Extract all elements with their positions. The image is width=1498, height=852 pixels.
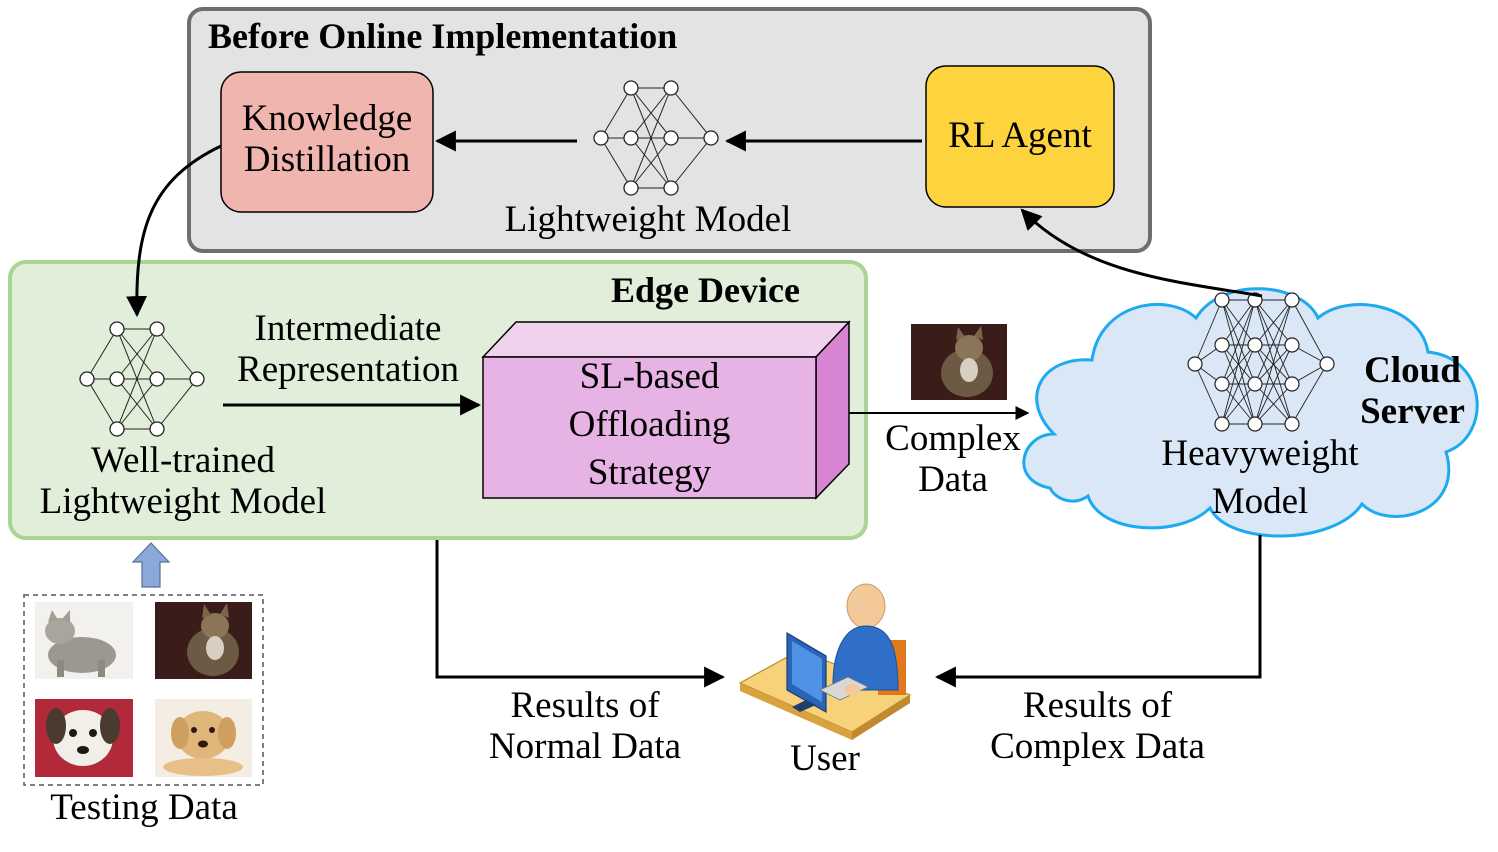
edge-panel-title: Edge Device bbox=[611, 270, 800, 310]
arrow-kd-to-edge-model bbox=[126, 144, 222, 318]
complex-line2: Data bbox=[918, 459, 988, 501]
complex-data-label: Complex Data bbox=[868, 418, 1038, 501]
normal-line2: Normal Data bbox=[488, 726, 682, 768]
neural-network-icon bbox=[1187, 292, 1335, 432]
before-panel-title: Before Online Implementation bbox=[208, 16, 678, 56]
results-normal-label: Results of Normal Data bbox=[460, 685, 710, 768]
arrow-cloud-to-rl bbox=[1020, 208, 1263, 298]
strategy-line3: Strategy bbox=[587, 452, 712, 494]
wt-line2: Lightweight Model bbox=[39, 481, 327, 523]
heavy-line2: Model bbox=[1211, 481, 1309, 523]
user-at-computer-icon bbox=[738, 583, 912, 740]
offloading-strategy-label: SL-based Offloading Strategy bbox=[483, 353, 816, 497]
heavy-line1: Heavyweight bbox=[1161, 433, 1359, 474]
arrow-complex-results bbox=[934, 535, 1262, 688]
knowledge-distillation-box bbox=[220, 71, 434, 213]
user-label: User bbox=[790, 738, 860, 779]
upload-arrow-icon bbox=[131, 542, 171, 588]
knowledge-distillation-label: Knowledge Distillation bbox=[221, 98, 433, 181]
cloud-line2: Server bbox=[1360, 391, 1465, 433]
testing-data-label: Testing Data bbox=[50, 787, 238, 828]
cloud-line1: Cloud bbox=[1364, 350, 1461, 391]
wt-line1: Well-trained bbox=[91, 440, 275, 481]
dog-photo-icon bbox=[35, 699, 133, 777]
kd-line2: Distillation bbox=[243, 139, 411, 181]
cat-photo-icon bbox=[911, 324, 1007, 400]
lightweight-model-label: Lightweight Model bbox=[504, 199, 792, 240]
cat-photo-icon bbox=[155, 602, 252, 679]
strategy-line1: SL-based bbox=[579, 356, 720, 397]
complex-line1: Complex bbox=[885, 418, 1021, 459]
complexres-line1: Results of bbox=[1022, 685, 1173, 726]
intermediate-representation-label: Intermediate Representation bbox=[208, 308, 488, 391]
strategy-line2: Offloading bbox=[568, 404, 731, 446]
complexres-line2: Complex Data bbox=[990, 726, 1205, 768]
normal-line1: Results of bbox=[510, 685, 660, 726]
well-trained-model-label: Well-trained Lightweight Model bbox=[8, 440, 358, 523]
intermediate-line2: Representation bbox=[237, 349, 459, 391]
cloud-server-title: Cloud Server bbox=[1340, 350, 1485, 433]
testing-data-box bbox=[23, 594, 264, 786]
rl-agent-label: RL Agent bbox=[948, 115, 1092, 156]
dog-photo-icon bbox=[155, 699, 252, 777]
offloading-strategy-box bbox=[481, 320, 851, 500]
arrow-normal-results bbox=[435, 540, 726, 688]
results-complex-label: Results of Complex Data bbox=[960, 685, 1235, 768]
kd-line1: Knowledge bbox=[241, 98, 413, 139]
intermediate-line1: Intermediate bbox=[254, 308, 442, 349]
heavyweight-model-label: Heavyweight Model bbox=[1140, 430, 1380, 526]
cat-photo-icon bbox=[35, 602, 133, 679]
rl-agent-box bbox=[925, 65, 1115, 208]
